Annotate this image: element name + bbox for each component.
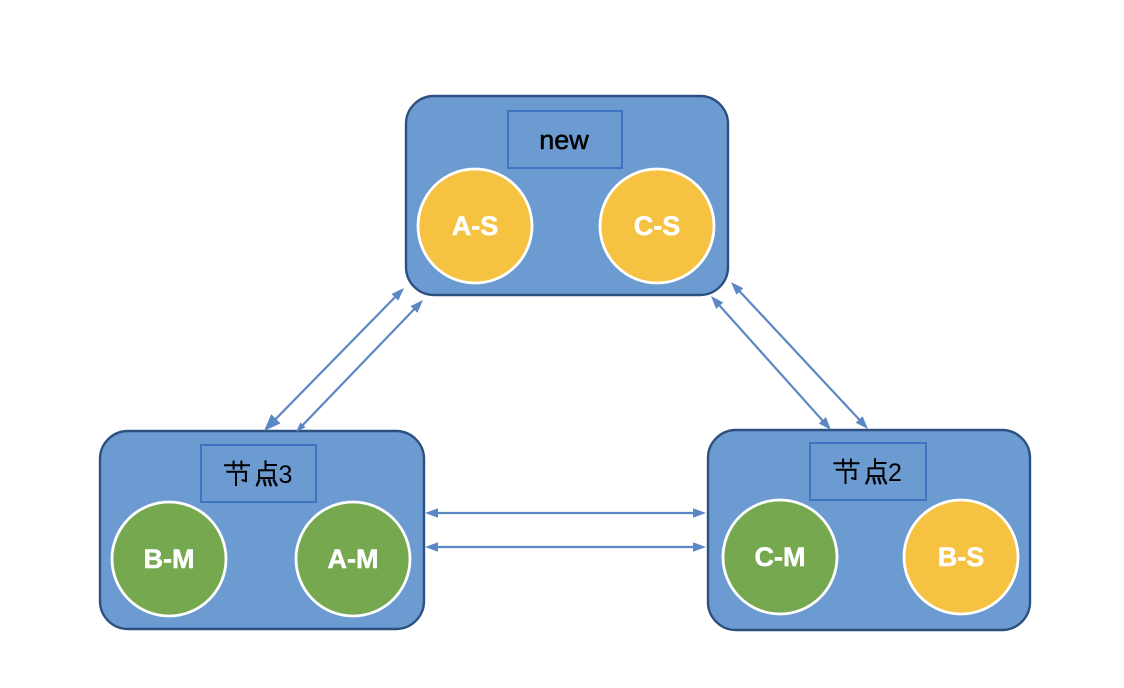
svg-text:B-S: B-S	[938, 542, 985, 572]
svg-text:new: new	[539, 125, 589, 155]
svg-text:3: 3	[279, 461, 293, 489]
svg-text:A-M: A-M	[328, 544, 379, 574]
svg-text:C-S: C-S	[634, 211, 681, 241]
svg-text:A-S: A-S	[452, 211, 499, 241]
svg-text:B-M: B-M	[144, 544, 195, 574]
svg-text:C-M: C-M	[755, 542, 806, 572]
svg-text:2: 2	[888, 459, 902, 487]
